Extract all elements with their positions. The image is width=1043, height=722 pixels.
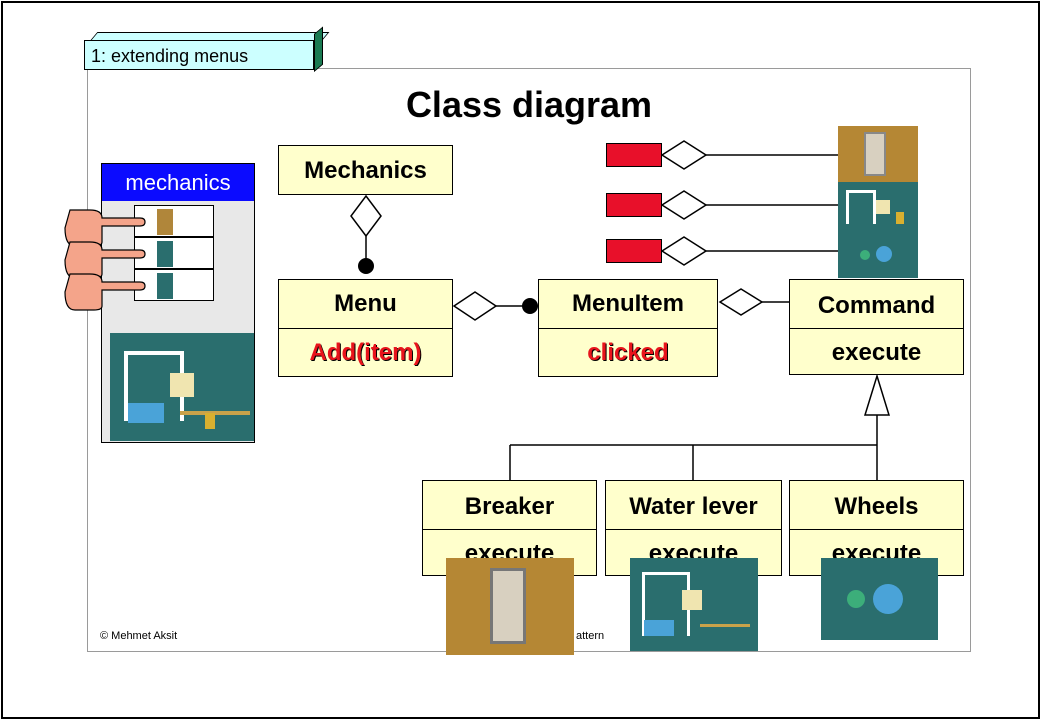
class-menuitem: MenuItem clicked	[538, 279, 718, 377]
class-menu-name: Menu	[279, 280, 452, 329]
wheels-icon	[838, 234, 918, 278]
breaker-icon	[157, 209, 173, 235]
class-water-lever-name: Water lever	[606, 481, 781, 530]
menu-item-instance-2	[606, 193, 662, 217]
pointing-hand-icon	[64, 241, 146, 279]
wheels-picture	[821, 558, 938, 640]
menu-item-water-lever[interactable]	[134, 237, 214, 269]
pointing-hand-icon	[64, 209, 146, 247]
class-menu-method: Add(item)	[309, 339, 422, 366]
footer-copyright: © Mehmet Aksit	[100, 630, 178, 642]
aggregation-diamond	[350, 194, 382, 238]
footer-right-text: attern	[576, 630, 605, 642]
water-lever-icon	[838, 182, 918, 234]
class-command-name: Command	[790, 280, 963, 329]
menu-window-title: mechanics	[102, 164, 254, 201]
class-mechanics-name: Mechanics	[304, 157, 427, 184]
water-lever-icon	[157, 241, 173, 267]
class-command-method: execute	[831, 339, 922, 366]
water-lever-picture	[630, 558, 758, 651]
class-command: Command execute	[789, 279, 964, 375]
class-menu: Menu Add(item)	[278, 279, 453, 377]
class-menuitem-name: MenuItem	[539, 280, 717, 329]
class-mechanics: Mechanics	[278, 145, 453, 195]
class-menuitem-method: clicked	[587, 339, 669, 366]
menu-item-instance-1	[606, 143, 662, 167]
slide-tab-label: 1: extending menus	[84, 40, 314, 70]
class-wheels-name: Wheels	[790, 481, 963, 530]
water-lever-picture	[110, 333, 254, 441]
class-breaker-name: Breaker	[423, 481, 596, 530]
menu-item-breaker[interactable]	[134, 205, 214, 237]
pointing-hand-icon	[64, 273, 146, 311]
wheels-icon	[157, 273, 173, 299]
breaker-icon	[838, 126, 918, 182]
association-dot	[358, 258, 374, 274]
menu-item-instance-3	[606, 239, 662, 263]
slide-title: Class diagram	[405, 84, 653, 125]
breaker-picture	[446, 558, 574, 655]
